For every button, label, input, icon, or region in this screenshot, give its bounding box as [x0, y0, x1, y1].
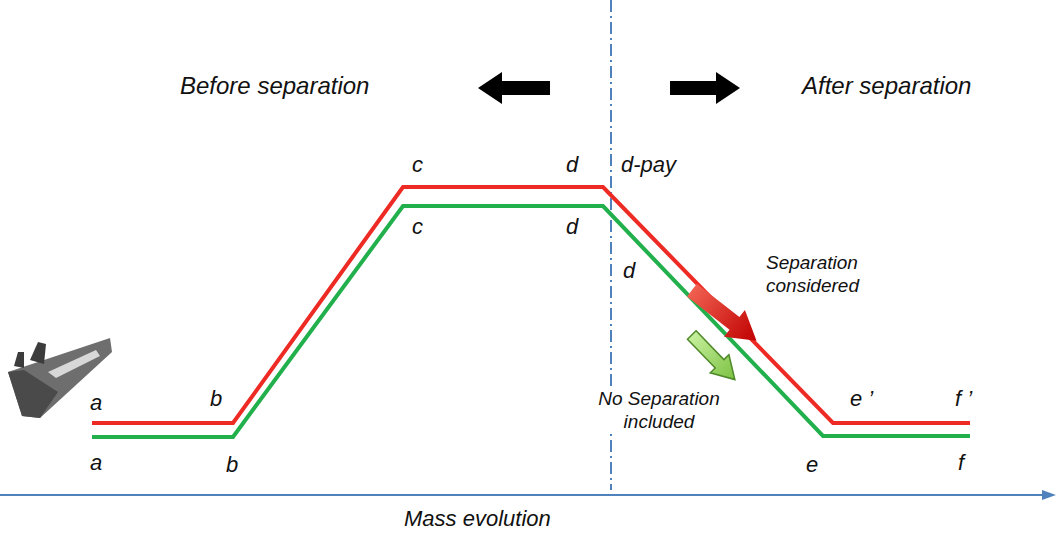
point-letter: c [412, 214, 423, 240]
point-letter: a [90, 450, 102, 476]
mass-curve-red [92, 187, 970, 423]
annotation: No Separation included [580, 388, 738, 434]
point-letter: d [566, 152, 578, 178]
right-arrow [670, 72, 740, 104]
point-letter: e [806, 452, 818, 478]
point-letter: c [412, 152, 423, 178]
section-heading: After separation [802, 72, 971, 101]
aircraft-sketch [8, 338, 112, 418]
point-letter: a [90, 390, 102, 416]
axis-title: Mass evolution [404, 506, 551, 532]
point-letter: b [226, 452, 238, 478]
axis-arrowhead [1042, 490, 1056, 500]
point-letter: d [566, 214, 578, 240]
point-letter: d-pay [621, 152, 676, 178]
point-letter: e ’ [850, 386, 873, 412]
annotation: Separation considered [766, 252, 878, 298]
left-arrow [478, 72, 550, 104]
point-letter: b [210, 386, 222, 412]
point-letter: f ’ [955, 386, 972, 412]
mass-axis [0, 494, 1044, 496]
point-letter: f [958, 450, 964, 476]
no-separation-arrow [682, 326, 744, 389]
mass-curve-green [92, 206, 970, 437]
point-letter: d [623, 258, 635, 284]
section-heading: Before separation [180, 72, 369, 101]
